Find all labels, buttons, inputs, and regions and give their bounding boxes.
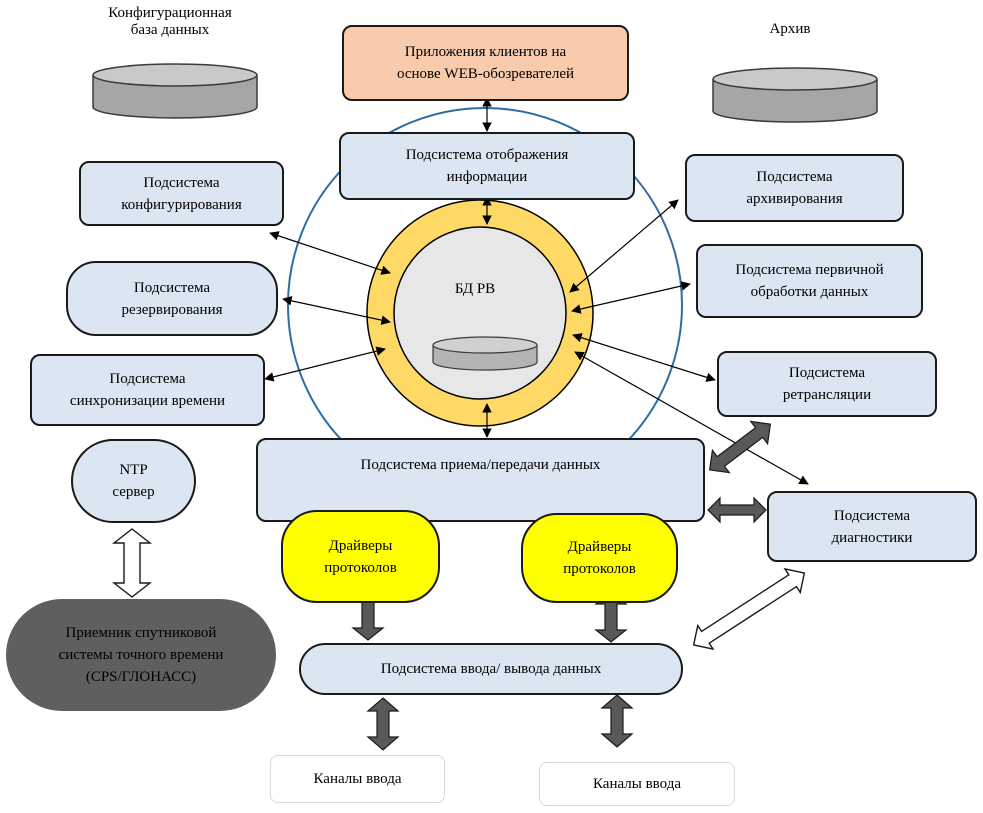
- relay-subsystem-box: Подсистема ретрансляции: [717, 351, 937, 417]
- db-rv-inner-ring: [393, 226, 567, 400]
- ntp-server-box: NTP сервер: [71, 439, 196, 523]
- archive-cylinder: [712, 67, 878, 123]
- hollow-arrow-io-diag: [692, 567, 806, 651]
- input-channels-text-1: Каналы ввода: [313, 771, 402, 787]
- arrow-diag-db: [574, 351, 809, 485]
- web-clients-box: Приложения клиентов на основе WEB-обозре…: [342, 25, 629, 101]
- db-rv-label: БД РВ: [454, 281, 496, 297]
- reserve-subsystem-text: Подсистема резервирования: [121, 279, 223, 318]
- fat-arrow-rxtx-diag: [707, 496, 767, 524]
- archive-label: Архив: [769, 21, 811, 37]
- hollow-arrow-ntp-gps: [111, 528, 153, 598]
- ntp-server-text: NTP сервер: [112, 462, 155, 500]
- protocol-drivers-box-2: Драйверы протоколов: [521, 513, 678, 603]
- arrow-relay-db: [572, 333, 716, 382]
- relay-subsystem-text: Подсистема ретрансляции: [782, 365, 872, 403]
- display-subsystem-text: Подсистема отображения информации: [405, 147, 569, 185]
- fat-arrow-drivers2-io: [594, 591, 628, 643]
- rxtx-subsystem-text: Подсистема приема/передачи данных: [360, 457, 601, 473]
- display-subsystem-box: Подсистема отображения информации: [339, 132, 635, 200]
- archiving-subsystem-box: Подсистема архивирования: [685, 154, 904, 222]
- config-db-cylinder: [92, 63, 258, 119]
- input-channels-box-1: Каналы ввода: [270, 755, 445, 803]
- io-subsystem-text: Подсистема ввода/ вывода данных: [380, 661, 602, 677]
- arrow-config-db: [269, 231, 391, 275]
- archiving-subsystem-text: Подсистема архивирования: [746, 169, 843, 207]
- gps-receiver-text: Приемник спутниковой системы точного вре…: [58, 625, 224, 685]
- timesync-subsystem-text: Подсистема синхронизации времени: [69, 371, 226, 409]
- input-channels-box-2: Каналы ввода: [539, 762, 735, 806]
- io-subsystem-box: Подсистема ввода/ вывода данных: [299, 643, 683, 695]
- timesync-subsystem-box: Подсистема синхронизации времени: [30, 354, 265, 426]
- primary-subsystem-text: Подсистема первичной обработки данных: [735, 262, 884, 300]
- protocol-drivers-text-2: Драйверы протоколов: [563, 539, 636, 577]
- protocol-drivers-box-1: Драйверы протоколов: [281, 510, 440, 603]
- db-rv-cylinder: [432, 336, 538, 371]
- config-subsystem-text: Подсистема конфигурирования: [121, 174, 242, 213]
- diag-subsystem-box: Подсистема диагностики: [767, 491, 977, 562]
- config-db-label: Конфигурационная база данных: [108, 5, 232, 38]
- fat-arrow-io-channels1: [366, 697, 400, 751]
- input-channels-text-2: Каналы ввода: [592, 776, 681, 792]
- web-clients-text: Приложения клиентов на основе WEB-обозре…: [396, 44, 575, 82]
- arrow-timesync-db: [264, 346, 386, 382]
- config-subsystem-box: Подсистема конфигурирования: [79, 161, 284, 226]
- fat-arrow-io-channels2: [600, 694, 634, 748]
- primary-subsystem-box: Подсистема первичной обработки данных: [696, 244, 923, 318]
- protocol-drivers-text-1: Драйверы протоколов: [324, 537, 397, 576]
- arrow-archiving-db: [569, 199, 679, 293]
- fat-arrow-relay-rxtx: [708, 420, 772, 474]
- gps-receiver-box: Приемник спутниковой системы точного вре…: [6, 599, 276, 711]
- rxtx-subsystem-box: Подсистема приема/передачи данных: [256, 438, 705, 522]
- arrow-reserve-db: [282, 296, 391, 325]
- diag-subsystem-text: Подсистема диагностики: [831, 507, 913, 546]
- arrow-primary-db: [571, 281, 691, 314]
- reserve-subsystem-box: Подсистема резервирования: [66, 261, 278, 336]
